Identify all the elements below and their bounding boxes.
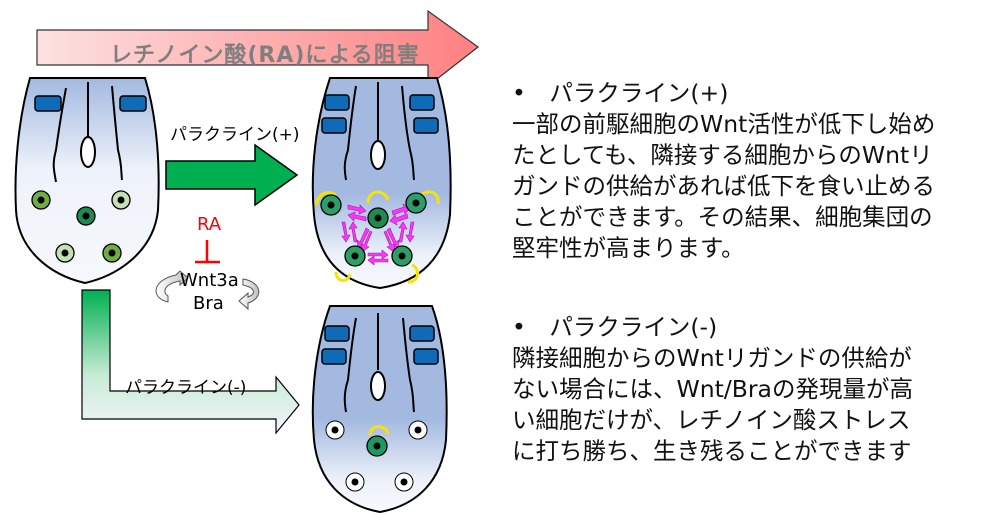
notochord-end [370,140,386,170]
notochord-end [370,371,386,401]
description-paracrine-minus: • パラクライン(-) 隣接細胞からのWntリガンドの供給が ない場合には、Wn… [512,312,913,467]
somite-block [321,117,347,134]
ra-inhibition-arrow [36,9,480,88]
description-line: 堅牢性が高まります。 [512,234,745,262]
remaining-cells [325,420,428,492]
progenitor-cells [31,190,131,263]
description-line: ことができます。その結果、細胞集団の [512,203,933,231]
bullet-heading: • パラクライン(-) [512,313,718,341]
notochord-end [80,136,96,168]
autocrine-yellow-arrow [368,425,390,436]
somite-block [413,348,439,365]
description-line: ガンドの供給があれば低下を食い止める [512,172,935,200]
ra-inhibitor-label: RA [197,214,222,235]
paracrine-plus-arrow [165,143,299,207]
somite-block [321,348,347,365]
ra-inhibition-label: レチノイン酸(RA)による阻害 [110,43,420,68]
description-line: ない場合には、Wnt/Braの発現量が高 [512,375,913,403]
feedback-loop-arrows [155,270,260,311]
inhibition-tbar [195,240,220,264]
tissue-paracrine-minus [311,305,448,514]
somite-block [324,94,350,111]
description-line: たとしても、隣接する細胞からのWntリ [512,141,933,169]
bra-label: Bra [193,293,224,314]
somite-block [119,95,147,112]
somite-block [409,325,435,342]
somite-block [34,95,62,112]
description-paracrine-plus: • パラクライン(+) 一部の前駆細胞のWnt活性が低下し始め たとしても、隣接… [512,78,935,264]
paracrine-plus-label: パラクライン(+) [170,125,300,145]
description-line: 一部の前駆細胞のWnt活性が低下し始め [512,110,936,138]
paracrine-minus-arrow [81,289,300,435]
paracrine-minus-label: パラクライン(-) [125,378,247,398]
active-progenitor-cells [320,192,427,267]
description-line: 隣接細胞からのWntリガンドの供給が [512,344,912,372]
bullet-heading: • パラクライン(+) [512,79,729,107]
magenta-exchange-arrows [341,203,415,266]
description-line: に打ち勝ち、生き残ることができます [512,437,912,465]
somite-block [413,117,439,134]
somite-block [409,94,435,111]
tissue-paracrine-plus [311,77,452,290]
wnt3a-label: Wnt3a [180,270,239,291]
description-line: い細胞だけが、レチノイン酸ストレス [512,406,911,434]
tissue-initial [14,77,160,285]
somite-block [324,325,350,342]
